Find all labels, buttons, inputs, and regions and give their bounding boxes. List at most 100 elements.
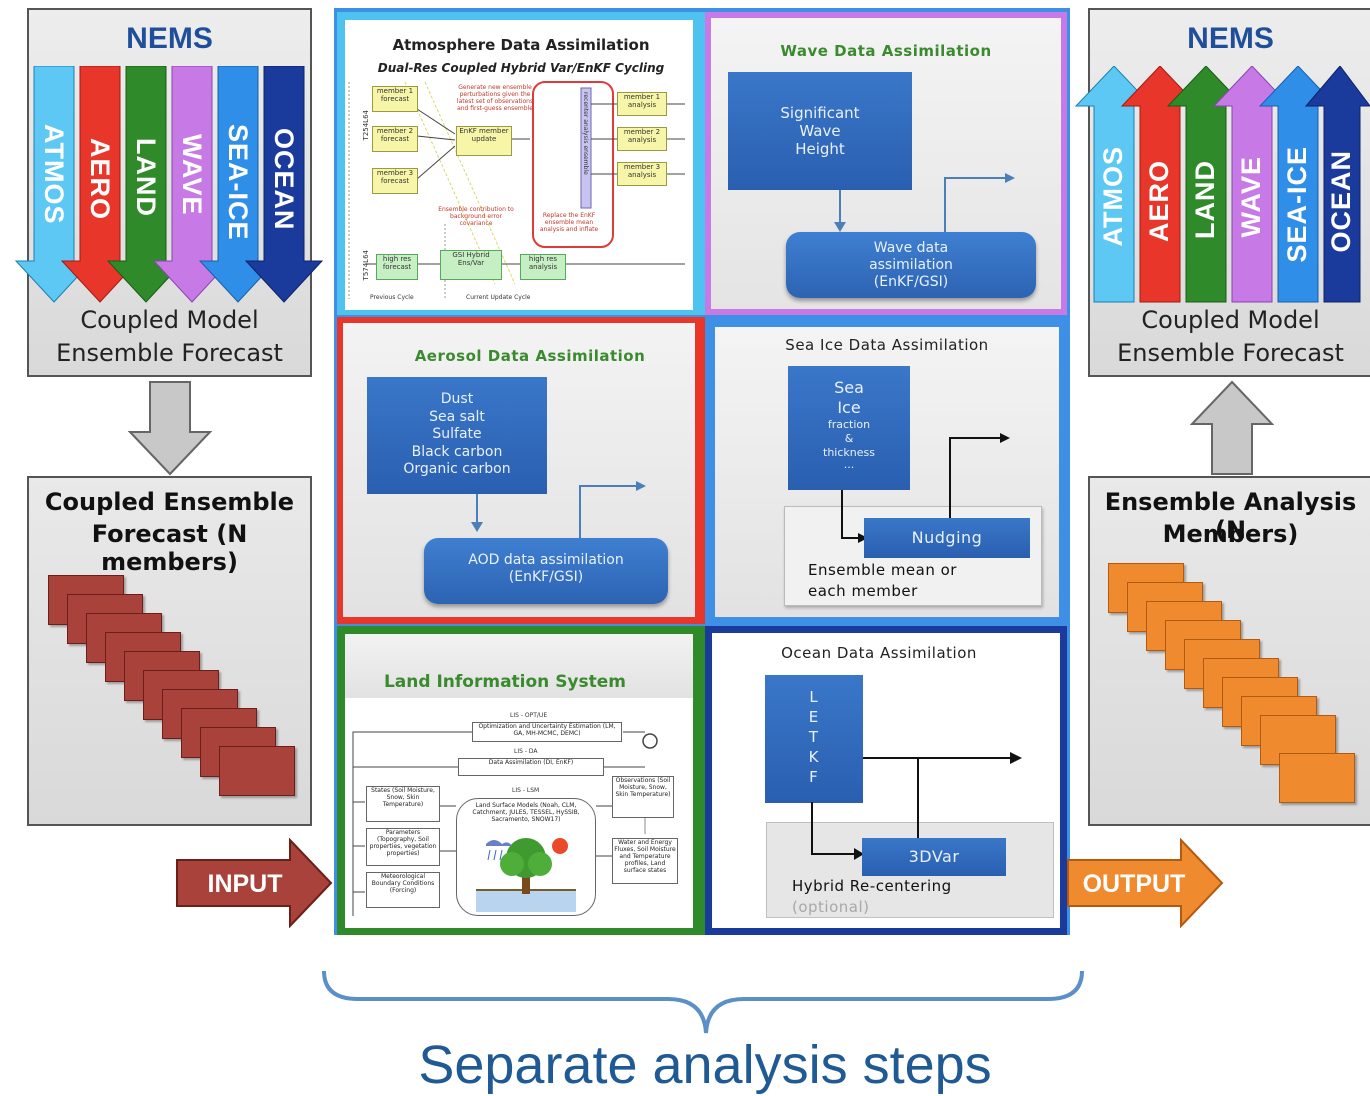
land-da-box: Data Assimilation (DI, EnKF) bbox=[458, 758, 604, 776]
wave-arrows bbox=[834, 173, 1015, 232]
right-coupled-line1: Coupled Model bbox=[1141, 306, 1320, 334]
right-arrow-aero-label: AERO bbox=[1144, 160, 1174, 243]
land-tree-illustration bbox=[476, 838, 576, 912]
aerosol-species-box: Dust Sea salt Sulfate Black carbon Organ… bbox=[367, 377, 547, 494]
input-arrow bbox=[176, 838, 333, 928]
land-params-box: Parameters (Topography, Soil properties,… bbox=[366, 828, 440, 866]
seaice-box-line5: thickness bbox=[823, 446, 875, 459]
seaice-title: Sea Ice Data Assimilation bbox=[785, 336, 989, 354]
atmosphere-high-res-analysis: high res analysis bbox=[520, 254, 566, 280]
land-opt-box: Optimization and Uncertainty Estimation … bbox=[472, 722, 622, 742]
seaice-box-line2: Ice bbox=[837, 398, 861, 417]
left-arrow-atmos bbox=[14, 66, 94, 303]
left-arrow-atmos-label: ATMOS bbox=[39, 124, 69, 225]
atmosphere-enkf-update: EnKF member update bbox=[456, 126, 512, 156]
left-coupled-line2: Ensemble Forecast bbox=[56, 339, 283, 367]
wave-box-line3: Height bbox=[795, 140, 845, 158]
left-arrow-land-label: LAND bbox=[131, 138, 161, 217]
land-states-box: States (Soil Moisture, Snow, Skin Temper… bbox=[366, 786, 440, 822]
output-label: OUTPUT bbox=[1082, 870, 1186, 898]
right-member-stack bbox=[1108, 563, 1358, 813]
atmosphere-ensemble-contribution: Ensemble contribution to background erro… bbox=[438, 206, 514, 227]
letkf-letter: E bbox=[808, 708, 820, 726]
curly-brace bbox=[322, 970, 1084, 1034]
ocean-title: Ocean Data Assimilation bbox=[781, 644, 977, 662]
right-up-gray-arrow bbox=[1190, 380, 1274, 475]
seaice-box: Sea Ice fraction & thickness ... bbox=[788, 366, 910, 490]
right-arrow-seaice-label: SEA-ICE bbox=[1282, 146, 1312, 263]
wave-assim-line2: assimilation bbox=[869, 257, 953, 273]
atmosphere-gsi: GSI Hybrid Ens/Var bbox=[440, 250, 502, 280]
right-component-arrows bbox=[1074, 66, 1370, 303]
ocean-optional-label: (optional) bbox=[792, 898, 870, 916]
letkf-letter: F bbox=[809, 768, 819, 786]
land-opt-label: LIS - OPT/UE bbox=[510, 712, 548, 719]
seaice-box-line1: Sea bbox=[834, 378, 864, 397]
right-analysis-title-line2: Members) bbox=[1162, 520, 1299, 548]
land-lsm-box: Land Surface Models (Noah, CLM, Catchmen… bbox=[468, 802, 584, 832]
wave-box-line2: Wave bbox=[799, 122, 841, 140]
right-nems-panel bbox=[1088, 8, 1370, 377]
atmosphere-member2-forecast: member 2 forecast bbox=[372, 126, 418, 152]
atmosphere-diagram-lines bbox=[348, 81, 685, 299]
atmosphere-replace-note: Replace the EnKF ensemble mean analysis … bbox=[539, 212, 599, 233]
right-nems-title: NEMS bbox=[1187, 22, 1274, 55]
aod-line2: (EnKF/GSI) bbox=[508, 569, 584, 585]
atmosphere-member2-analysis: member 2 analysis bbox=[617, 127, 667, 151]
atmosphere-member3-analysis: member 3 analysis bbox=[617, 162, 667, 186]
threedvar-box: 3DVar bbox=[862, 838, 1006, 876]
atmosphere-subtitle: Dual-Res Coupled Hybrid Var/EnKF Cycling bbox=[377, 61, 665, 75]
left-down-gray-arrow bbox=[128, 381, 212, 476]
right-arrow-wave-label: WAVE bbox=[1236, 156, 1266, 238]
atmosphere-high-res-forecast: high res forecast bbox=[376, 254, 418, 280]
left-nems-title: NEMS bbox=[126, 22, 213, 55]
ocean-hybrid-label: Hybrid Re-centering bbox=[792, 877, 952, 895]
wave-box-line1: Significant bbox=[780, 104, 860, 122]
aerosol-title: Aerosol Data Assimilation bbox=[414, 347, 646, 365]
input-label: INPUT bbox=[207, 870, 283, 898]
seaice-ensemble-line2: each member bbox=[808, 582, 918, 600]
aerosol-item: Sea salt bbox=[429, 408, 485, 425]
land-met-box: Meteorological Boundary Conditions (Forc… bbox=[366, 872, 440, 908]
ocean-arrows bbox=[811, 752, 1022, 860]
right-coupled-line2: Ensemble Forecast bbox=[1117, 339, 1344, 367]
left-component-arrows bbox=[14, 66, 324, 303]
land-title: Land Information System bbox=[383, 672, 627, 692]
left-member-stack bbox=[48, 575, 298, 805]
land-fluxes-box: Water and Energy Fluxes, Soil Moisture a… bbox=[612, 838, 678, 884]
wave-assim-line3: (EnKF/GSI) bbox=[873, 274, 949, 290]
right-arrow-atmos-label: ATMOS bbox=[1098, 146, 1128, 247]
land-connector-lines bbox=[352, 731, 658, 916]
left-arrow-ocean bbox=[244, 66, 324, 303]
seaice-box-line6: ... bbox=[843, 458, 855, 471]
letkf-letter: L bbox=[809, 688, 819, 706]
output-arrow bbox=[1067, 838, 1224, 928]
left-member-card bbox=[219, 746, 295, 796]
wave-assimilation-box: Wave data assimilation (EnKF/GSI) bbox=[786, 232, 1036, 298]
left-arrow-wave bbox=[152, 66, 232, 303]
atmosphere-t574-label: T574L64 bbox=[362, 250, 370, 281]
atmosphere-member3-forecast: member 3 forecast bbox=[372, 168, 418, 194]
left-arrow-ocean-label: OCEAN bbox=[269, 128, 299, 231]
left-arrow-aero bbox=[60, 66, 140, 303]
footer-caption: Separate analysis steps bbox=[418, 1035, 992, 1095]
atmosphere-t254-label: T254L64 bbox=[362, 110, 370, 141]
left-arrow-wave-label: WAVE bbox=[177, 134, 207, 216]
left-coupled-line1: Coupled Model bbox=[80, 306, 259, 334]
atmosphere-member1-analysis: member 1 analysis bbox=[617, 92, 667, 116]
left-arrow-aero-label: AERO bbox=[85, 138, 115, 221]
left-arrow-seaice bbox=[198, 66, 278, 303]
nudging-box: Nudging bbox=[864, 518, 1030, 558]
atmosphere-title: Atmosphere Data Assimilation bbox=[392, 36, 650, 54]
atmosphere-current-cycle: Current Update Cycle bbox=[466, 294, 531, 301]
right-arrow-land-label: LAND bbox=[1190, 160, 1220, 239]
aod-line1: AOD data assimilation bbox=[468, 552, 624, 568]
left-ensemble-title-line1: Coupled Ensemble bbox=[44, 488, 295, 516]
aerosol-item: Organic carbon bbox=[403, 461, 511, 477]
letkf-box: L E T K F bbox=[765, 675, 863, 803]
aerosol-arrows bbox=[471, 481, 646, 538]
aerosol-item: Black carbon bbox=[411, 443, 503, 460]
seaice-arrows bbox=[841, 433, 1010, 543]
aerosol-item: Sulfate bbox=[432, 426, 482, 442]
seaice-box-line4: & bbox=[844, 432, 854, 445]
